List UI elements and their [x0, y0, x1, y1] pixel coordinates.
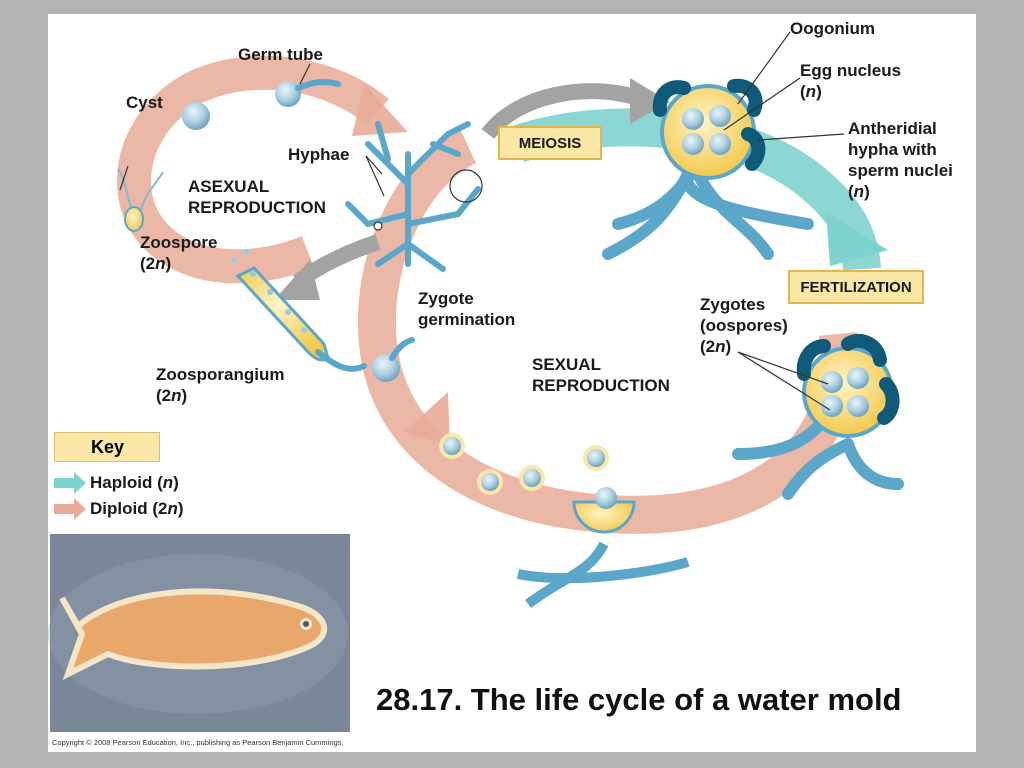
haploid-key-label: Haploid (n)	[90, 473, 179, 492]
zoospore-body	[124, 206, 144, 232]
gray-arrow-to-oogonium	[481, 83, 641, 140]
germination-tube	[389, 337, 415, 361]
diploid-key-arrow	[54, 498, 86, 520]
zygotes-label: Zygotes(oospores)(2n)	[700, 295, 788, 356]
haploid-key-arrow	[54, 472, 86, 494]
germ-tube-spore	[275, 81, 301, 107]
slide-caption: 28.17. The life cycle of a water mold	[376, 682, 902, 717]
leader-lines	[119, 31, 845, 411]
egg-nucleus-label: Egg nucleus(n)	[800, 61, 902, 101]
cyst-sphere	[182, 102, 210, 130]
copyright-notice: Copyright © 2008 Pearson Education, Inc.…	[52, 738, 344, 747]
hyphae-inset-circle	[449, 169, 483, 203]
diploid-key-label: Diploid (2n)	[90, 499, 184, 518]
germ-tube-label: Germ tube	[238, 45, 324, 64]
gray-arrowhead-oogonium	[630, 78, 670, 124]
zygotes-oogonium	[732, 333, 904, 500]
life-cycle-diagram	[48, 31, 904, 732]
hyphae-pointer-dot	[373, 221, 383, 231]
fertilization-box: FERTILIZATION	[788, 270, 924, 304]
released-oospores	[439, 433, 609, 495]
hyphae-label: Hyphae	[288, 145, 350, 164]
infected-fish-photo	[48, 534, 350, 732]
asexual-cycle-arrow	[116, 55, 389, 284]
meiosis-box: MEIOSIS	[498, 126, 602, 160]
haploid-arrowhead	[826, 212, 888, 266]
hyphae-cluster	[345, 121, 481, 272]
oogonium-label: Oogonium	[790, 19, 875, 38]
germ-tube	[295, 78, 341, 91]
releasing-oogonium	[517, 487, 690, 609]
zoosporangium-drawing	[231, 249, 367, 372]
zoosporangium-label: Zoosporangium(2n)	[156, 365, 285, 405]
sexual-arrowhead	[404, 392, 450, 446]
gray-arrowhead-zoosporangium	[274, 260, 320, 300]
cyst-label: Cyst	[126, 93, 163, 112]
top-oogonium	[602, 78, 814, 260]
zoospore-label: Zoospore(2n)	[140, 233, 218, 273]
asexual-arrowhead	[352, 84, 408, 136]
key-title: Key	[54, 432, 160, 462]
sexual-cycle-arrow	[358, 128, 858, 534]
germinating-zygote	[372, 354, 400, 382]
